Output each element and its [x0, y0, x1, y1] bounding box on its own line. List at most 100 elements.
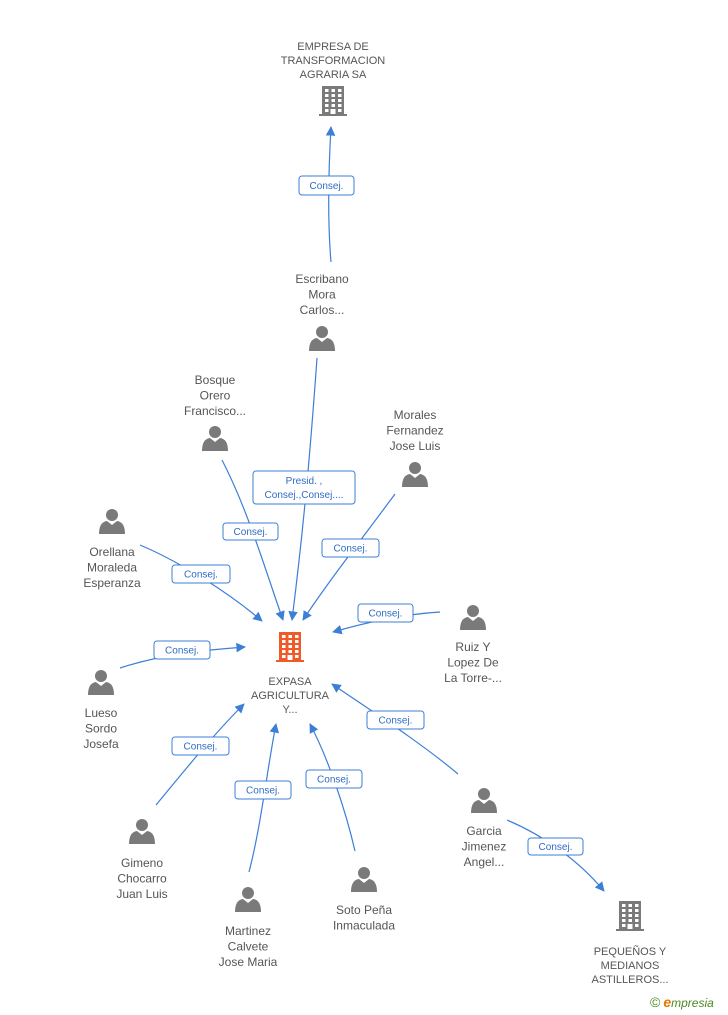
edge-line	[302, 493, 396, 621]
node-label: EMPRESA DE	[297, 41, 369, 53]
node-bosque[interactable]: BosqueOreroFrancisco...	[184, 373, 246, 451]
edge-label[interactable]: Consej.,Consej....	[265, 490, 344, 501]
edge-label[interactable]: Consej.	[184, 570, 218, 581]
node-label: Fernandez	[386, 424, 443, 438]
node-label: Ruiz Y	[455, 640, 490, 654]
node-garcia[interactable]: GarciaJimenezAngel...	[462, 788, 507, 869]
node-label: AGRARIA SA	[300, 69, 367, 81]
edge-label-box	[305, 769, 363, 789]
person-icon	[402, 462, 428, 487]
node-label: Chocarro	[117, 872, 167, 886]
building-icon	[616, 901, 644, 931]
person-icon	[202, 426, 228, 451]
node-label: Martinez	[225, 924, 271, 938]
node-label: Jose Luis	[390, 439, 441, 453]
brand-footer: ©empresia	[650, 994, 714, 1010]
edge-label[interactable]: Consej.	[379, 716, 413, 727]
copyright-mark: ©	[650, 994, 661, 1010]
node-label: Orero	[200, 389, 231, 403]
edge-label-box	[171, 564, 231, 584]
node-label: Gimeno	[121, 856, 163, 870]
node-label: Soto Peña	[336, 903, 392, 917]
node-label: Francisco...	[184, 404, 246, 418]
edge-label-box	[222, 522, 279, 541]
edge-morales-to-expasa: Consej.	[302, 493, 396, 621]
node-label: Esperanza	[83, 576, 141, 590]
edge-label[interactable]: Consej.	[165, 646, 199, 657]
node-label: Jimenez	[462, 840, 507, 854]
node-label: Bosque	[195, 373, 236, 387]
person-icon	[99, 509, 125, 534]
edge-label[interactable]: Presid. ,	[286, 476, 323, 487]
node-expasa[interactable]: EXPASAAGRICULTURAY...	[251, 632, 330, 716]
node-label: Escribano	[295, 272, 349, 286]
node-label: Lueso	[85, 706, 118, 720]
edge-label-box	[366, 710, 425, 730]
person-icon	[471, 788, 497, 813]
person-icon	[129, 819, 155, 844]
edge-label-box	[321, 538, 380, 558]
edge-label-box	[357, 603, 414, 623]
node-label: Angel...	[464, 855, 505, 869]
edge-ruiz-to-expasa: Consej.	[332, 603, 441, 635]
node-label: Josefa	[83, 737, 119, 751]
person-icon	[351, 867, 377, 892]
node-escribano[interactable]: EscribanoMoraCarlos...	[295, 272, 349, 351]
edge-label[interactable]: Consej.	[539, 842, 573, 853]
node-etasa[interactable]: EMPRESA DE TRANSFORMACION AGRARIA SA	[281, 41, 386, 116]
person-icon	[235, 887, 261, 912]
edge-label[interactable]: Consej.	[310, 181, 344, 192]
node-pymas[interactable]: PEQUEÑOS Y MEDIANOS ASTILLEROS...	[591, 901, 669, 986]
node-label: ASTILLEROS...	[591, 974, 668, 986]
edge-label-box	[171, 736, 230, 756]
brand-logo-initial: e	[663, 994, 672, 1010]
node-label: MEDIANOS	[601, 960, 660, 972]
edge-label-box	[298, 175, 355, 196]
edge-label[interactable]: Consej.	[334, 544, 368, 555]
node-label: Calvete	[228, 940, 269, 954]
edge-label[interactable]: Consej.	[246, 786, 280, 797]
edge-label[interactable]: Consej.	[184, 742, 218, 753]
brand-name: mpresia	[671, 996, 714, 1010]
edges-layer: Consej. Presid. , Consej.,Consej.... Consej…	[119, 126, 605, 892]
edge-garcia-to-pymas: Consej.	[506, 819, 605, 892]
node-label: Mora	[308, 288, 336, 302]
node-label: Garcia	[466, 824, 502, 838]
edge-gimeno-to-expasa: Consej.	[155, 703, 245, 806]
edge-label[interactable]: Consej.	[369, 609, 403, 620]
edge-label-box	[252, 470, 356, 505]
edge-label-box	[527, 837, 584, 856]
building-icon	[276, 632, 304, 662]
node-label: TRANSFORMACION	[281, 55, 386, 67]
edge-martinez-to-expasa: Consej.	[234, 723, 292, 873]
node-label: PEQUEÑOS Y	[594, 945, 667, 958]
person-icon	[460, 605, 486, 630]
edge-label[interactable]: Consej.	[317, 775, 351, 786]
node-label: Inmaculada	[333, 919, 395, 933]
node-label: Lopez De	[447, 656, 499, 670]
node-label: Juan Luis	[116, 887, 167, 901]
edge-lueso-to-expasa: Consej.	[119, 640, 246, 669]
person-icon	[309, 326, 335, 351]
node-label: La Torre-...	[444, 671, 502, 685]
node-label: AGRICULTURA	[251, 690, 330, 702]
person-icon	[88, 670, 114, 695]
node-label: Orellana	[89, 545, 135, 559]
node-label: EXPASA	[268, 676, 312, 688]
building-icon	[319, 86, 347, 116]
edge-soto-to-expasa: Consej.	[305, 723, 363, 852]
edge-line	[221, 459, 285, 621]
node-label: Carlos...	[300, 303, 345, 317]
edge-garcia-to-expasa: Consej.	[331, 683, 459, 775]
edge-label-box	[153, 640, 211, 660]
node-label: Moraleda	[87, 561, 137, 575]
edge-label[interactable]: Consej.	[234, 527, 268, 538]
